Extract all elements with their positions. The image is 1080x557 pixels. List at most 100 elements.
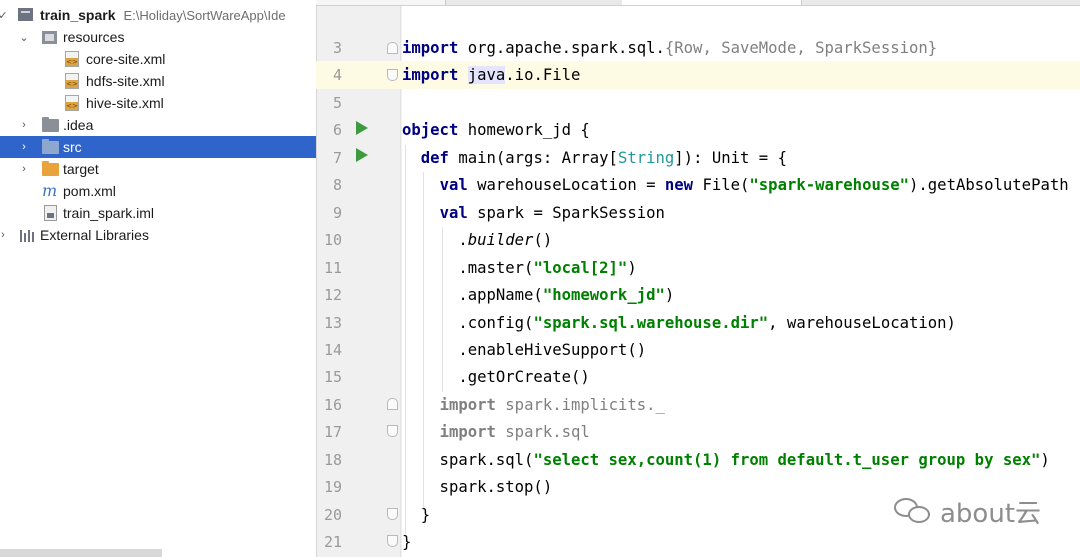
code-line-20: } — [402, 506, 431, 524]
tree-item-label: External Libraries — [40, 227, 149, 243]
line-number: 13 — [323, 314, 342, 332]
line-number: 8 — [332, 176, 342, 194]
code-line-9: val spark = SparkSession — [439, 204, 665, 222]
module-file-icon — [44, 205, 57, 221]
tree-item-label: train_spark.iml — [63, 205, 155, 221]
code-line-10: .builder() — [402, 231, 553, 249]
tree-item-label: resources — [63, 29, 125, 45]
caret-row-highlight — [316, 61, 1080, 89]
folder-icon — [42, 117, 59, 132]
code-line-3: import org.apache.spark.sql.{Row, SaveMo… — [402, 39, 938, 57]
chevron-right-icon[interactable]: › — [22, 163, 26, 175]
editor-tab[interactable] — [316, 0, 446, 5]
line-number: 6 — [332, 121, 342, 139]
line-number: 4 — [332, 66, 342, 84]
tree-item-pom[interactable]: m pom.xml — [0, 180, 316, 202]
resources-folder-icon — [42, 31, 57, 44]
code-editor[interactable] — [402, 6, 1080, 557]
tree-item-target[interactable]: › target — [0, 158, 316, 180]
line-number: 7 — [332, 149, 342, 167]
tree-item-iml[interactable]: train_spark.iml — [0, 202, 316, 224]
tree-item-label: target — [63, 161, 99, 177]
editor-gutter — [316, 6, 402, 557]
line-number: 18 — [323, 451, 342, 469]
fold-icon[interactable] — [387, 69, 398, 81]
wechat-icon — [894, 496, 934, 526]
editor-tab-active[interactable] — [622, 0, 802, 5]
maven-icon: m — [42, 181, 58, 200]
code-line-19: spark.stop() — [402, 478, 553, 496]
indent-guide — [423, 172, 424, 508]
tree-root-train-spark[interactable]: ✓ train_spark E:\Holiday\SortWareApp\Ide — [0, 4, 316, 26]
line-number: 14 — [323, 341, 342, 359]
line-number: 12 — [323, 286, 342, 304]
code-line-17: import spark.sql — [439, 423, 590, 441]
tree-item-label: hdfs-site.xml — [86, 73, 165, 89]
editor-tab-strip — [316, 0, 1080, 6]
xml-file-icon — [65, 51, 79, 67]
line-number: 20 — [323, 506, 342, 524]
excluded-folder-icon — [42, 161, 59, 176]
project-path: E:\Holiday\SortWareApp\Ide — [123, 8, 286, 23]
line-number: 10 — [323, 231, 342, 249]
line-number: 19 — [323, 478, 342, 496]
code-line-18: spark.sql("select sex,count(1) from defa… — [402, 451, 1050, 469]
tree-item-label: hive-site.xml — [86, 95, 164, 111]
code-line-8: val warehouseLocation = new File("spark-… — [439, 176, 1069, 194]
line-number: 5 — [332, 94, 342, 112]
run-main-icon[interactable] — [356, 148, 368, 162]
code-line-15: .getOrCreate() — [402, 368, 590, 386]
chevron-down-icon[interactable]: ✓ — [0, 9, 8, 22]
line-number: 3 — [332, 39, 342, 57]
fold-icon[interactable] — [387, 42, 398, 54]
code-line-4: import java.io.File — [402, 66, 581, 84]
horizontal-scrollbar[interactable] — [0, 549, 162, 557]
line-number: 15 — [323, 368, 342, 386]
tree-item-hive-site[interactable]: hive-site.xml — [0, 92, 316, 114]
chevron-right-icon[interactable]: › — [1, 229, 5, 241]
code-line-6: object homework_jd { — [402, 121, 590, 139]
project-name: train_spark — [40, 7, 116, 23]
line-number: 17 — [323, 423, 342, 441]
line-number: 9 — [332, 204, 342, 222]
indent-guide — [405, 145, 406, 535]
code-line-16: import spark.implicits._ — [439, 396, 665, 414]
tree-item-hdfs-site[interactable]: hdfs-site.xml — [0, 70, 316, 92]
chevron-down-icon[interactable]: ⌄ — [19, 31, 29, 44]
fold-icon[interactable] — [387, 535, 398, 547]
code-line-11: .master("local[2]") — [402, 259, 637, 277]
watermark: about云 — [894, 494, 1042, 529]
libraries-icon — [19, 228, 35, 242]
code-line-14: .enableHiveSupport() — [402, 341, 647, 359]
tree-item-resources[interactable]: ⌄ resources — [0, 26, 316, 48]
line-number: 16 — [323, 396, 342, 414]
fold-icon[interactable] — [387, 508, 398, 520]
tree-item-idea[interactable]: › .idea — [0, 114, 316, 136]
xml-file-icon — [65, 95, 79, 111]
tree-item-label: pom.xml — [63, 183, 116, 199]
fold-icon[interactable] — [387, 425, 398, 437]
watermark-text: about云 — [940, 498, 1042, 529]
tree-item-label: src — [63, 139, 82, 155]
line-number: 11 — [323, 259, 342, 277]
code-line-13: .config("spark.sql.warehouse.dir", wareh… — [402, 314, 956, 332]
source-folder-icon — [42, 139, 59, 154]
tree-item-external-libraries[interactable]: › External Libraries — [0, 224, 316, 246]
tree-item-label: core-site.xml — [86, 51, 166, 67]
indent-guide — [442, 227, 443, 392]
run-object-icon[interactable] — [356, 121, 368, 135]
module-folder-icon — [18, 8, 33, 21]
gutter-separator — [400, 6, 401, 557]
xml-file-icon — [65, 73, 79, 89]
chevron-right-icon[interactable]: › — [22, 141, 26, 153]
tree-item-core-site[interactable]: core-site.xml — [0, 48, 316, 70]
tree-item-label: .idea — [63, 117, 94, 133]
tree-item-src[interactable]: › src — [0, 136, 316, 158]
fold-icon[interactable] — [387, 398, 398, 410]
code-line-21: } — [402, 533, 412, 551]
line-number: 21 — [323, 533, 342, 551]
chevron-right-icon[interactable]: › — [22, 119, 26, 131]
code-line-12: .appName("homework_jd") — [402, 286, 675, 304]
code-line-7: def main(args: Array[String]): Unit = { — [420, 149, 787, 167]
